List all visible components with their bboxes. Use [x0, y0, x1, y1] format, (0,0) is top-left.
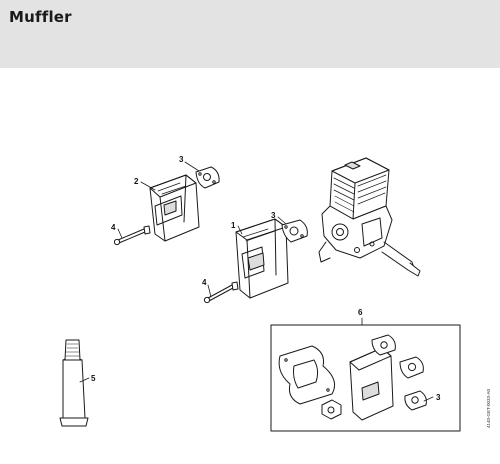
callout-1: 1: [231, 221, 236, 230]
page-title: Muffler: [9, 8, 72, 26]
callout-3-kit: 3: [436, 393, 441, 402]
screw-4-lower[interactable]: [203, 281, 239, 304]
callout-5: 5: [91, 374, 96, 383]
muffler-1[interactable]: [235, 218, 289, 299]
kit-6-contents: [278, 334, 427, 421]
tube-5[interactable]: [59, 339, 89, 427]
callout-4-lower: 4: [202, 278, 207, 287]
callout-3-center: 3: [271, 211, 276, 220]
callout-2: 2: [134, 177, 139, 186]
page-header: Muffler: [0, 0, 500, 68]
diagram-code: 4140-GET-0033-A0: [486, 388, 491, 428]
leader-lines: [79, 161, 434, 402]
callout-4-upper: 4: [111, 223, 116, 232]
kit-6-box[interactable]: [270, 324, 461, 432]
callout-3-upper: 3: [179, 155, 184, 164]
engine[interactable]: [318, 157, 421, 277]
gasket-3-upper[interactable]: [195, 166, 220, 189]
gasket-3-center[interactable]: [281, 219, 308, 243]
screw-4-upper[interactable]: [113, 225, 151, 246]
muffler-2[interactable]: [149, 174, 200, 242]
callout-6: 6: [358, 308, 363, 317]
